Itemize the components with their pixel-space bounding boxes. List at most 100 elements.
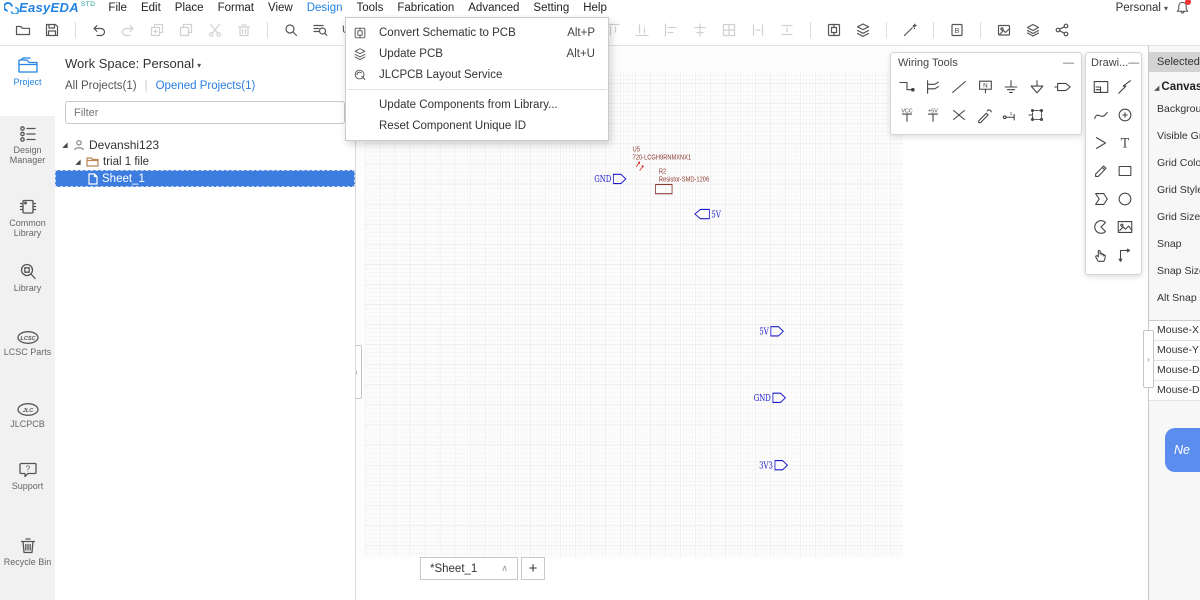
cut-icon[interactable] [206, 21, 224, 39]
filter-input[interactable] [65, 101, 345, 124]
right-panel-collapse-handle[interactable]: › [1143, 330, 1154, 388]
tree-node-user[interactable]: ◢ Devanshi123 [62, 137, 160, 152]
update-pcb-icon[interactable] [854, 21, 872, 39]
arc-center-icon[interactable] [1113, 101, 1137, 129]
text-icon[interactable]: T [1113, 129, 1137, 157]
menu-help[interactable]: Help [583, 1, 607, 14]
net-flag-icon[interactable] [1050, 73, 1076, 101]
bezier-icon[interactable] [1089, 101, 1113, 129]
account-menu[interactable]: Personal▾ [1115, 1, 1168, 14]
menu-item-update-pcb[interactable]: Update PCB Alt+U [346, 43, 608, 64]
polyline-icon[interactable] [1113, 73, 1137, 101]
find-component-icon[interactable] [311, 21, 329, 39]
tree-node-project[interactable]: ◢ trial 1 file [75, 155, 150, 168]
minimize-icon[interactable]: — [1063, 56, 1074, 69]
menu-tools[interactable]: Tools [356, 1, 384, 14]
menu-item-update-components[interactable]: Update Components from Library... [379, 98, 558, 111]
menu-place[interactable]: Place [174, 1, 204, 14]
tab-sheet-1[interactable]: *Sheet_1 ∧ [420, 557, 518, 580]
sidebar-item-project[interactable]: Project [0, 56, 55, 87]
tab-all-projects[interactable]: All Projects(1) [65, 80, 137, 92]
menu-file[interactable]: File [108, 1, 127, 14]
new-button[interactable]: Ne [1165, 428, 1200, 472]
canvas-attr-icon[interactable] [1089, 73, 1113, 101]
arrow-icon[interactable] [1089, 129, 1113, 157]
export-image-icon[interactable] [995, 21, 1013, 39]
easyeda-logo[interactable]: EasyEDA STD [0, 1, 101, 14]
align-grid-icon[interactable] [720, 21, 738, 39]
redo-icon[interactable] [119, 21, 137, 39]
minimize-icon[interactable]: — [1128, 56, 1140, 69]
sidebar-item-support[interactable]: ? Support [0, 460, 55, 491]
magic-wand-icon[interactable] [901, 21, 919, 39]
copy-icon[interactable] [148, 21, 166, 39]
menu-format[interactable]: Format [217, 1, 254, 14]
menu-advanced[interactable]: Advanced [468, 1, 520, 14]
schematic-canvas[interactable]: U5720-LCGH9RNMXNX1R2Resistor-SMD-1206GND… [355, 46, 1148, 600]
tab-opened-projects[interactable]: Opened Projects(1) [155, 80, 256, 92]
prop-grid-style[interactable]: Grid Style [1157, 183, 1200, 196]
origin-icon[interactable] [1113, 241, 1137, 269]
menu-design[interactable]: Design [306, 1, 343, 14]
paste-icon[interactable] [177, 21, 195, 39]
wire-note-icon[interactable] [972, 101, 998, 129]
share-icon[interactable] [1053, 21, 1071, 39]
distribute-h-icon[interactable] [749, 21, 767, 39]
rect-icon[interactable] [1113, 157, 1137, 185]
sidebar-item-lcsc-parts[interactable]: LCSC LCSC Parts [0, 330, 55, 357]
open-file-icon[interactable] [14, 21, 32, 39]
search-icon[interactable] [282, 21, 300, 39]
net-label-icon[interactable]: N [972, 73, 998, 101]
tree-caret-icon[interactable]: ◢ [62, 141, 68, 149]
drag-icon[interactable] [1089, 241, 1113, 269]
align-bottom-icon[interactable] [633, 21, 651, 39]
tree-node-sheet[interactable]: Sheet_1 [55, 170, 355, 187]
prop-snap[interactable]: Snap [1157, 237, 1182, 250]
bus-icon[interactable] [920, 73, 946, 101]
pencil-icon[interactable] [1089, 157, 1113, 185]
menu-item-jlcpcb-layout-service[interactable]: JLCPCB Layout Service [346, 64, 608, 85]
bell-icon[interactable] [1176, 0, 1191, 14]
protective-ground-icon[interactable] [1024, 73, 1050, 101]
tree-caret-icon[interactable]: ◢ [75, 158, 81, 166]
distribute-v-icon[interactable] [778, 21, 796, 39]
ground-icon[interactable] [998, 73, 1024, 101]
prop-alt-snap[interactable]: Alt Snap [1157, 291, 1197, 304]
polygon-icon[interactable] [1089, 185, 1113, 213]
menu-setting[interactable]: Setting [533, 1, 570, 14]
sidebar-item-jlcpcb[interactable]: JLC JLCPCB [0, 402, 55, 429]
undo-icon[interactable] [90, 21, 108, 39]
no-connect-icon[interactable] [946, 101, 972, 129]
prop-grid-size[interactable]: Grid Size [1157, 210, 1200, 223]
menu-edit[interactable]: Edit [140, 1, 161, 14]
layer-manager-icon[interactable] [1024, 21, 1042, 39]
menu-fabrication[interactable]: Fabrication [397, 1, 455, 14]
prop-visible-grid[interactable]: Visible Grid [1157, 129, 1200, 142]
delete-icon[interactable] [235, 21, 253, 39]
bus-entry-icon[interactable] [946, 73, 972, 101]
sidebar-item-common-library[interactable]: Common Library [0, 197, 55, 238]
menu-view[interactable]: View [267, 1, 293, 14]
prop-snap-size[interactable]: Snap Size [1157, 264, 1200, 277]
prop-grid-color[interactable]: Grid Color [1157, 156, 1200, 169]
sidebar-item-recycle-bin[interactable]: Recycle Bin [0, 535, 55, 567]
sidebar-item-library[interactable]: Library [0, 262, 55, 293]
sheet-list-chevron-icon[interactable]: ∧ [501, 563, 508, 573]
image-icon[interactable] [1113, 213, 1137, 241]
wire-icon[interactable] [894, 73, 920, 101]
save-icon[interactable] [43, 21, 61, 39]
menu-item-reset-unique-id[interactable]: Reset Component Unique ID [379, 119, 527, 132]
canvas-section-header[interactable]: ◢Canvas [1154, 81, 1200, 93]
sidebar-item-design-manager[interactable]: Design Manager [0, 125, 55, 165]
plus5v-icon[interactable]: +5V [920, 101, 946, 129]
align-center-icon[interactable] [691, 21, 709, 39]
ellipse-icon[interactable] [1113, 185, 1137, 213]
arc-icon[interactable] [1089, 213, 1113, 241]
pin-icon[interactable]: 1 [998, 101, 1024, 129]
net-port-icon[interactable] [1024, 101, 1050, 129]
align-left-icon[interactable] [662, 21, 680, 39]
add-sheet-button[interactable]: + [521, 557, 545, 580]
bom-icon[interactable]: B [948, 21, 966, 39]
prop-background[interactable]: Background [1157, 102, 1200, 115]
workspace-selector[interactable]: Work Space: Personal▾ [65, 56, 202, 71]
